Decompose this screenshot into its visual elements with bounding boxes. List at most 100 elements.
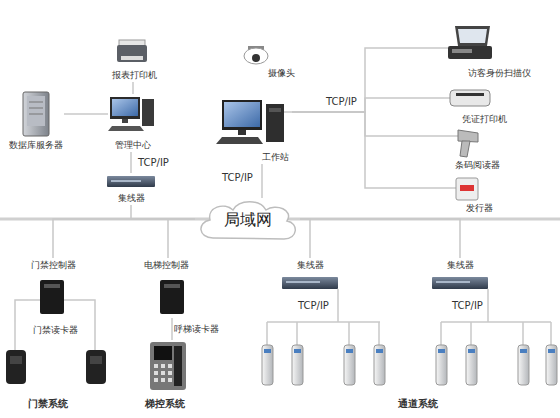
network-link bbox=[300, 219, 460, 258]
card-reader-icon bbox=[86, 350, 106, 384]
workstation-icon bbox=[216, 137, 263, 144]
system-label: 通道系统 bbox=[398, 398, 438, 409]
elevator-reader-icon bbox=[168, 364, 172, 368]
network-link bbox=[131, 205, 195, 219]
turnstile-icon bbox=[346, 349, 353, 353]
wire bbox=[440, 322, 442, 345]
device-label: 发行器 bbox=[466, 203, 493, 213]
workstation-icon bbox=[238, 130, 246, 135]
elevator-controller-icon bbox=[160, 280, 184, 314]
device-label: 呼梯读卡器 bbox=[174, 324, 219, 334]
network-link bbox=[292, 48, 440, 112]
network-link bbox=[15, 300, 28, 322]
turnstile-icon bbox=[436, 345, 447, 385]
elevator-reader-icon bbox=[168, 378, 172, 382]
hub-icon bbox=[107, 176, 155, 187]
wire bbox=[28, 299, 40, 301]
elevator-reader-icon bbox=[174, 346, 182, 386]
turnstile-icon bbox=[438, 349, 445, 353]
turnstile-icon bbox=[264, 349, 271, 353]
turnstile-icon bbox=[548, 349, 555, 353]
protocol-label: TCP/IP bbox=[298, 300, 329, 311]
device-label: 访客身份扫描仪 bbox=[468, 68, 531, 78]
server-icon bbox=[23, 92, 49, 136]
device-label: 管理中心 bbox=[108, 140, 158, 150]
turnstile-icon bbox=[468, 349, 475, 353]
server-icon bbox=[29, 102, 43, 103]
wire bbox=[450, 135, 458, 137]
pc-icon bbox=[108, 126, 144, 131]
wire bbox=[522, 322, 524, 345]
wire bbox=[266, 322, 268, 345]
elevator-reader-icon bbox=[161, 371, 165, 375]
protocol-label: TCP/IP bbox=[138, 157, 169, 168]
id-scanner-icon bbox=[455, 26, 490, 46]
wire bbox=[267, 321, 380, 323]
hub-icon bbox=[282, 277, 488, 289]
device-node: 工作站 bbox=[218, 98, 292, 164]
device-node: 集线器 bbox=[428, 258, 492, 292]
turnstile-icon bbox=[376, 349, 383, 353]
device-node: 集线器 bbox=[105, 173, 157, 205]
device-node: 门禁控制器 bbox=[28, 258, 78, 318]
device-label: 工作站 bbox=[262, 152, 289, 162]
device-node: 报表打印机 bbox=[108, 36, 160, 82]
elevator-reader-icon bbox=[154, 378, 158, 382]
network-label: 局域网 bbox=[195, 211, 300, 229]
workstation-icon bbox=[216, 100, 284, 144]
pc-icon bbox=[110, 97, 140, 119]
device-label: 集线器 bbox=[105, 193, 157, 203]
device-node: 管理中心 bbox=[108, 94, 158, 152]
wire bbox=[337, 289, 339, 322]
device-label: 集线器 bbox=[428, 260, 492, 270]
device-node: 数据库服务器 bbox=[8, 90, 64, 152]
network-link bbox=[53, 219, 195, 258]
wire bbox=[378, 322, 380, 345]
card-issuer-icon bbox=[456, 178, 478, 200]
turnstile-icon bbox=[466, 345, 477, 385]
wire bbox=[444, 97, 450, 99]
id-scanner-icon bbox=[448, 46, 492, 59]
workstation-icon bbox=[266, 104, 284, 142]
wire bbox=[14, 322, 16, 350]
device-node: 凭证打印机 bbox=[444, 86, 514, 126]
elevator-reader-icon bbox=[154, 346, 172, 360]
card-reader-icon bbox=[6, 350, 106, 384]
device-label: 报表打印机 bbox=[108, 70, 160, 80]
device-node: 电梯控制器 bbox=[140, 258, 192, 318]
system-label: 门禁系统 bbox=[28, 398, 68, 409]
turnstile-icon bbox=[374, 345, 385, 385]
elevator-controller-icon bbox=[164, 284, 180, 288]
network-link bbox=[168, 219, 195, 258]
device-label: 条码阅读器 bbox=[455, 160, 500, 170]
pc-icon bbox=[122, 119, 128, 123]
device-label: 电梯控制器 bbox=[140, 260, 192, 270]
elevator-reader-icon bbox=[161, 364, 165, 368]
turnstile-icon bbox=[262, 345, 273, 385]
ticket-printer-icon bbox=[450, 90, 490, 106]
device-label: 数据库服务器 bbox=[8, 140, 64, 150]
camera-icon bbox=[244, 48, 268, 64]
printer-icon bbox=[121, 56, 143, 60]
network-link bbox=[292, 112, 450, 136]
card-reader-icon bbox=[10, 356, 22, 364]
workstation-icon bbox=[222, 100, 262, 130]
camera-icon bbox=[252, 54, 260, 62]
wire bbox=[296, 322, 298, 345]
barcode-reader-icon bbox=[460, 141, 470, 157]
door-controller-icon bbox=[40, 280, 64, 314]
device-node: 摄像头 bbox=[238, 44, 300, 82]
device-label: 门禁控制器 bbox=[28, 260, 78, 270]
turnstile-icon bbox=[262, 345, 557, 385]
hub-icon bbox=[111, 180, 141, 182]
printer-icon bbox=[117, 40, 147, 62]
card-issuer-icon bbox=[456, 178, 478, 200]
device-label: 凭证打印机 bbox=[462, 114, 507, 124]
device-node: 条码阅读器 bbox=[450, 126, 510, 172]
server-icon bbox=[27, 96, 45, 126]
elevator-reader-icon bbox=[161, 378, 165, 382]
wire bbox=[15, 48, 551, 350]
wire bbox=[452, 187, 456, 189]
